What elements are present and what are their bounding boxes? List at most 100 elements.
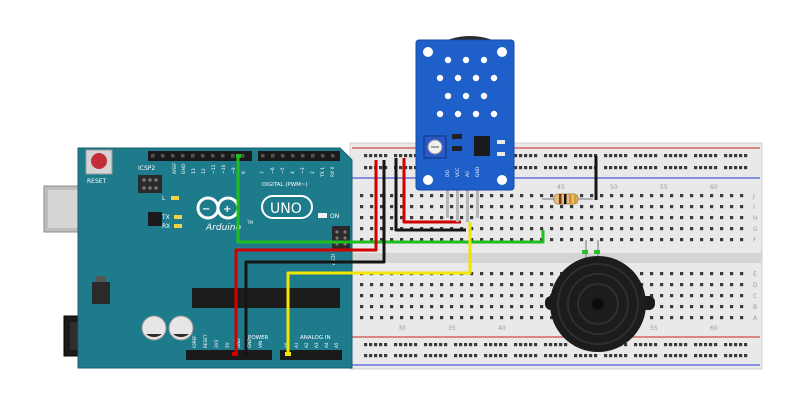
breadboard-hole — [730, 283, 734, 287]
breadboard-hole — [669, 154, 673, 158]
breadboard-hole — [550, 316, 554, 320]
arduino-logo-tm: TM — [246, 220, 253, 225]
wire-black-gnd-sensor — [394, 158, 466, 232]
breadboard-hole — [470, 283, 474, 287]
breadboard-hole — [690, 283, 694, 287]
bb-col-num-bottom: 55 — [650, 325, 658, 332]
power-label: POWER — [248, 335, 269, 341]
breadboard-hole — [514, 154, 518, 158]
breadboard-hole — [660, 216, 664, 220]
breadboard-hole — [380, 227, 384, 231]
breadboard-hole — [704, 343, 708, 347]
breadboard-hole — [420, 305, 424, 309]
breadboard-hole — [570, 205, 574, 209]
breadboard-hole — [694, 166, 698, 170]
analog-pin-label: A4 — [324, 342, 329, 348]
pin-label-4: 4 — [290, 171, 296, 174]
breadboard-hole — [404, 166, 408, 170]
breadboard-hole — [570, 216, 574, 220]
breadboard-hole — [369, 343, 373, 347]
breadboard-hole — [609, 354, 613, 358]
breadboard-hole — [530, 205, 534, 209]
breadboard-hole — [470, 205, 474, 209]
breadboard-hole — [654, 343, 658, 347]
breadboard-hole — [410, 205, 414, 209]
breadboard-hole — [639, 166, 643, 170]
reset-button-cap[interactable] — [91, 153, 107, 169]
breadboard-hole — [490, 227, 494, 231]
breadboard-hole — [550, 194, 554, 198]
breadboard-hole — [624, 154, 628, 158]
breadboard-hole — [700, 305, 704, 309]
breadboard-hole — [674, 154, 678, 158]
breadboard-hole — [650, 194, 654, 198]
breadboard-hole — [490, 283, 494, 287]
breadboard-hole — [459, 343, 463, 347]
breadboard-hole — [729, 154, 733, 158]
wire-red-power — [234, 160, 378, 355]
breadboard-hole — [450, 305, 454, 309]
breadboard-hole — [640, 238, 644, 242]
breadboard-hole — [429, 343, 433, 347]
header-pin-hole — [221, 154, 225, 158]
breadboard-hole — [690, 205, 694, 209]
breadboard-hole — [370, 227, 374, 231]
breadboard-hole — [709, 154, 713, 158]
breadboard-hole — [480, 194, 484, 198]
breadboard-hole — [710, 216, 714, 220]
breadboard-hole — [544, 343, 548, 347]
breadboard-hole — [620, 194, 624, 198]
breadboard-hole — [480, 294, 484, 298]
bb-col-num-bottom: 35 — [448, 325, 456, 332]
breadboard-hole — [709, 166, 713, 170]
breadboard-hole — [650, 294, 654, 298]
breadboard-hole — [450, 194, 454, 198]
breadboard-hole — [704, 154, 708, 158]
power-pin-label: 5V — [225, 342, 230, 348]
breadboard-hole — [414, 343, 418, 347]
breadboard-hole — [399, 166, 403, 170]
analog-pin-label: A2 — [304, 342, 309, 348]
breadboard-hole — [579, 354, 583, 358]
mount-hole — [497, 175, 507, 185]
breadboard-hole — [520, 305, 524, 309]
breadboard-hole — [400, 194, 404, 198]
breadboard-hole — [729, 166, 733, 170]
breadboard-hole — [644, 154, 648, 158]
breadboard-hole — [700, 194, 704, 198]
breadboard-hole — [480, 272, 484, 276]
breadboard-hole — [534, 166, 538, 170]
breadboard-hole — [410, 238, 414, 242]
bb-row-letter: D — [753, 282, 758, 289]
breadboard-hole — [544, 354, 548, 358]
breadboard-hole — [740, 294, 744, 298]
breadboard-hole — [550, 227, 554, 231]
breadboard-hole — [724, 343, 728, 347]
breadboard-hole — [430, 205, 434, 209]
breadboard-hole — [480, 238, 484, 242]
breadboard-hole — [360, 216, 364, 220]
breadboard-hole — [409, 166, 413, 170]
breadboard-hole — [500, 294, 504, 298]
breadboard-hole — [589, 154, 593, 158]
breadboard-hole — [709, 343, 713, 347]
breadboard-hole — [494, 343, 498, 347]
breadboard-hole — [600, 205, 604, 209]
breadboard-hole — [369, 354, 373, 358]
piezo-buzzer — [545, 240, 655, 352]
wire-red-vcc — [402, 158, 461, 224]
breadboard-hole — [564, 354, 568, 358]
breadboard-hole — [514, 354, 518, 358]
breadboard-hole — [690, 272, 694, 276]
breadboard-hole — [620, 227, 624, 231]
breadboard-hole — [740, 305, 744, 309]
breadboard-hole — [704, 354, 708, 358]
breadboard-hole — [660, 205, 664, 209]
breadboard-hole — [360, 283, 364, 287]
breadboard-hole — [460, 305, 464, 309]
breadboard-hole — [610, 216, 614, 220]
breadboard-hole — [490, 294, 494, 298]
breadboard-hole — [434, 343, 438, 347]
breadboard-hole — [674, 343, 678, 347]
breadboard-hole — [730, 205, 734, 209]
